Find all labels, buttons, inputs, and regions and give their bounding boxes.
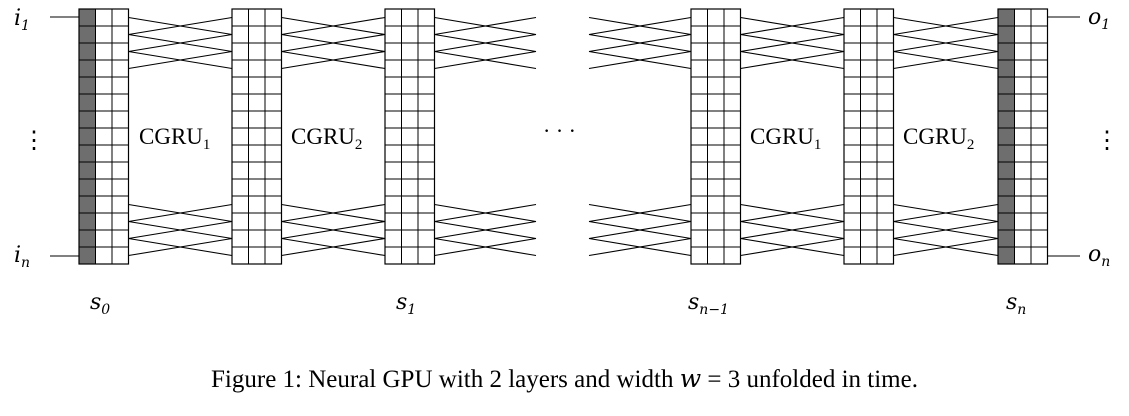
state-grid-s0 bbox=[78, 8, 130, 265]
wires-seg-3 bbox=[434, 220, 537, 240]
input-label-last: in bbox=[14, 243, 30, 271]
state-label-sn: sn bbox=[1006, 290, 1026, 318]
wires-seg-2 bbox=[281, 220, 386, 240]
wires-seg-1 bbox=[128, 203, 233, 223]
wires-seg-1 bbox=[128, 50, 233, 70]
state-grid-layer1 bbox=[231, 8, 283, 265]
wires-seg-4 bbox=[588, 220, 692, 240]
wires-seg-3 bbox=[434, 33, 537, 53]
wires-seg-4 bbox=[588, 16, 692, 36]
state-label-sn-1: sn−1 bbox=[688, 290, 729, 318]
layer-label-4: CGRU2 bbox=[903, 124, 974, 153]
output-label-last: on bbox=[1088, 242, 1110, 270]
state-label-s1: s1 bbox=[396, 290, 416, 318]
layer-label-1: CGRU1 bbox=[139, 124, 210, 153]
middle-ellipsis: · · · bbox=[543, 118, 576, 143]
wires-seg-1 bbox=[128, 220, 233, 240]
figure-caption: Figure 1: Neural GPU with 2 layers and w… bbox=[0, 364, 1129, 394]
wires-seg-2 bbox=[281, 50, 386, 70]
state-grids bbox=[78, 8, 1049, 265]
wires-seg-3 bbox=[434, 203, 537, 223]
state-grid-sn bbox=[997, 8, 1049, 265]
wires-seg-6 bbox=[893, 16, 999, 36]
caption-value: 3 bbox=[727, 366, 741, 393]
wires-seg-4 bbox=[588, 50, 692, 70]
wires-seg-2 bbox=[281, 237, 386, 257]
wires-seg-5 bbox=[740, 203, 845, 223]
wires-seg-2 bbox=[281, 203, 386, 223]
wires-seg-1 bbox=[128, 237, 233, 257]
wires-seg-6 bbox=[893, 50, 999, 70]
wires-seg-6 bbox=[893, 237, 999, 257]
input-ellipsis: ⋮ bbox=[22, 128, 46, 154]
wires-seg-5 bbox=[740, 16, 845, 36]
caption-text-before: Figure 1: Neural GPU with 2 layers and w… bbox=[211, 366, 680, 393]
layer-label-2: CGRU2 bbox=[291, 124, 362, 153]
input-label-first: i1 bbox=[14, 6, 30, 34]
wires-seg-5 bbox=[740, 33, 845, 53]
wires-seg-4 bbox=[588, 33, 692, 53]
wires-seg-5 bbox=[740, 50, 845, 70]
wires-seg-6 bbox=[893, 33, 999, 53]
output-ellipsis: ⋮ bbox=[1095, 128, 1119, 154]
wires-seg-3 bbox=[434, 50, 537, 70]
output-label-first: o1 bbox=[1088, 5, 1110, 33]
wires-seg-5 bbox=[740, 220, 845, 240]
state-grid-sn-1 bbox=[690, 8, 742, 265]
wires-seg-2 bbox=[281, 33, 386, 53]
state-label-s0: s0 bbox=[90, 290, 110, 318]
wires-seg-5 bbox=[740, 237, 845, 257]
caption-equals: = bbox=[701, 366, 728, 393]
layer-label-3: CGRU1 bbox=[750, 124, 821, 153]
wires-seg-4 bbox=[588, 237, 692, 257]
caption-text-after: unfolded in time. bbox=[740, 366, 918, 393]
wires-seg-6 bbox=[893, 203, 999, 223]
wires-seg-4 bbox=[588, 203, 692, 223]
wires-seg-6 bbox=[893, 220, 999, 240]
state-grid-layer-last bbox=[843, 8, 895, 265]
wires-seg-3 bbox=[434, 237, 537, 257]
connection-wires bbox=[50, 16, 1080, 257]
state-grid-s1 bbox=[384, 8, 436, 265]
wires-seg-3 bbox=[434, 16, 537, 36]
wires-seg-1 bbox=[128, 33, 233, 53]
wires-seg-2 bbox=[281, 16, 386, 36]
wires-seg-1 bbox=[128, 16, 233, 36]
caption-variable: w bbox=[679, 364, 702, 393]
